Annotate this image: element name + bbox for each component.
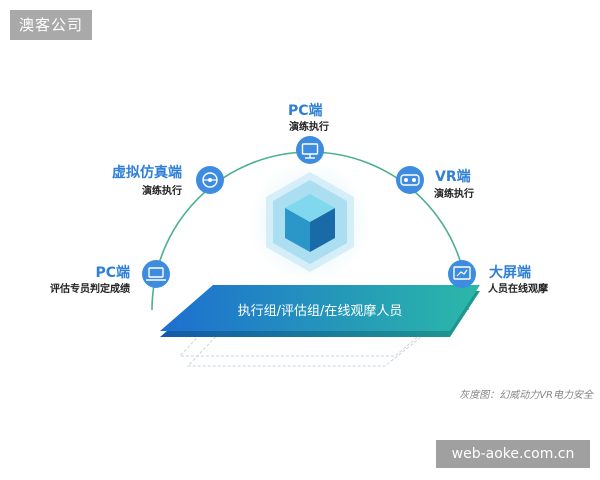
platform-top (160, 285, 480, 331)
platform-label: 执行组/评估组/在线观摩人员 (237, 304, 403, 319)
cube-left (285, 208, 310, 252)
node-lower-right-subtitle: 人员在线观摩 (488, 284, 548, 295)
node-lower-left-subtitle: 评估专员判定成绩 (50, 284, 130, 295)
steering-wheel-icon (196, 166, 224, 194)
image-caption: 灰度图：幻威动力VR电力安全 (459, 390, 593, 401)
node-lower-right-title: 大屏端 (489, 265, 531, 281)
cube-right (310, 208, 335, 252)
node-upper-left-title: 虚拟仿真端 (112, 165, 182, 181)
node-top-subtitle: 演练执行 (289, 122, 329, 133)
node-upper-left-subtitle: 演练执行 (142, 186, 182, 197)
monitor-icon (296, 136, 324, 164)
watermark-top-left: 澳客公司 (10, 10, 92, 40)
dashed-layer-2 (186, 329, 432, 367)
node-upper-right-subtitle: 演练执行 (434, 189, 474, 200)
watermark-bottom-right: web-aoke.com.cn (436, 440, 590, 468)
vr-headset-icon (396, 166, 424, 194)
node-top-title: PC端 (288, 103, 323, 119)
laptop-icon (142, 260, 170, 288)
big-screen-icon (448, 260, 476, 288)
node-upper-right-title: VR端 (435, 169, 471, 185)
node-lower-left-title: PC端 (95, 265, 130, 281)
